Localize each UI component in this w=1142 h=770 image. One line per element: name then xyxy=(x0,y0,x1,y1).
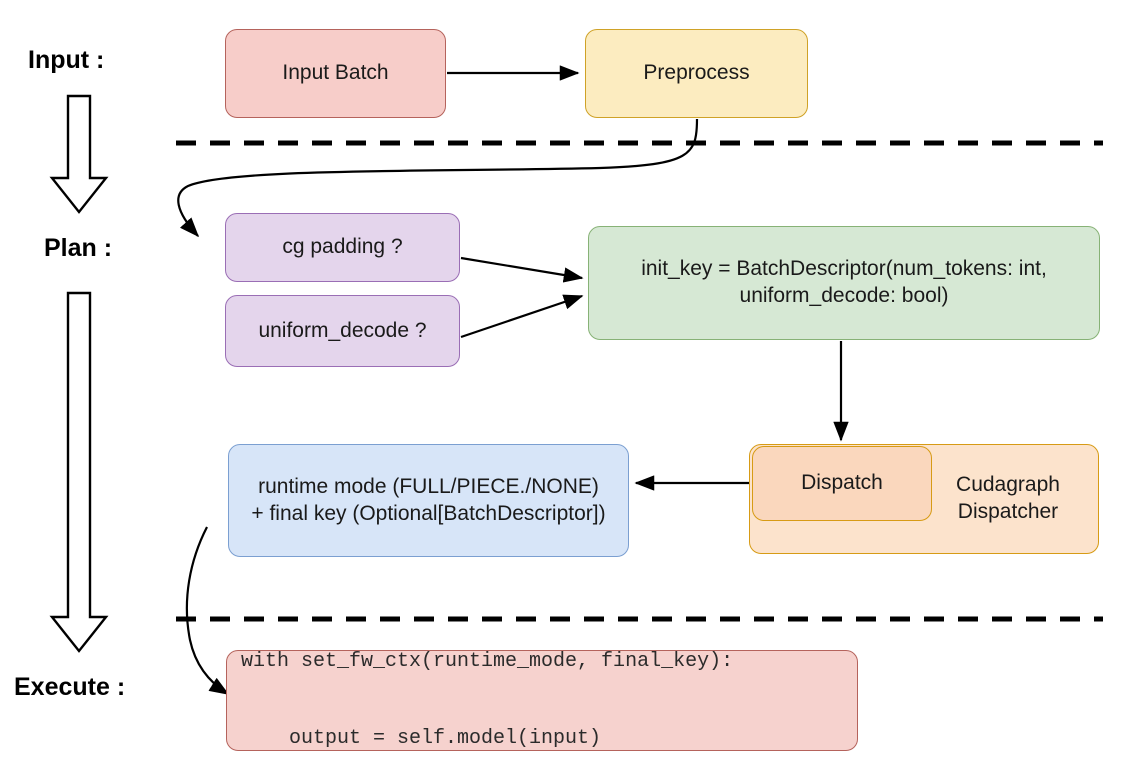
input-to-plan-block-arrow xyxy=(49,94,109,214)
execute-code-line-2: output = self.model(input) xyxy=(241,727,602,751)
input-batch-label: Input Batch xyxy=(282,61,389,85)
init-key-batchdescriptor-node[interactable]: init_key = BatchDescriptor(num_tokens: i… xyxy=(588,226,1100,340)
execute-code-line-1: with set_fw_ctx(runtime_mode, final_key)… xyxy=(241,650,734,674)
uniform-decode-label: uniform_decode ? xyxy=(258,318,427,342)
runtime-mode-to-execute-code-arrow xyxy=(185,526,230,695)
uniform-decode-to-init-key-arrow xyxy=(460,294,584,339)
preprocess-label: Preprocess xyxy=(643,61,750,85)
uniform-decode-node[interactable]: uniform_decode ? xyxy=(225,295,460,367)
cudagraph-dispatcher-line-1: Cudagraph xyxy=(956,473,1060,497)
runtime-mode-final-key-node[interactable]: runtime mode (FULL/PIECE./NONE) + final … xyxy=(228,444,629,557)
execute-stage-label: Execute : xyxy=(14,673,126,701)
runtime-mode-line-2: + final key (Optional[BatchDescriptor]) xyxy=(251,501,606,525)
plan-stage-label: Plan : xyxy=(44,234,113,262)
execute-code-node[interactable]: with set_fw_ctx(runtime_mode, final_key)… xyxy=(226,650,858,751)
dispatch-label: Dispatch xyxy=(801,471,883,495)
plan-to-execute-block-arrow xyxy=(49,291,109,653)
input-stage-label: Input : xyxy=(28,46,105,74)
cudagraph-dispatcher-line-2: Dispatcher xyxy=(957,500,1059,523)
cg-padding-node[interactable]: cg padding ? xyxy=(225,213,460,282)
dispatch-node[interactable]: Dispatch xyxy=(752,446,932,521)
input-batch-node[interactable]: Input Batch xyxy=(225,29,446,118)
cg-padding-to-init-key-arrow xyxy=(460,256,584,283)
init-key-line-2: uniform_decode: bool) xyxy=(739,284,949,307)
runtime-mode-line-1: runtime mode (FULL/PIECE./NONE) xyxy=(258,474,599,498)
cg-padding-label: cg padding ? xyxy=(282,235,403,259)
preprocess-node[interactable]: Preprocess xyxy=(585,29,808,118)
init-key-line-1: init_key = BatchDescriptor(num_tokens: i… xyxy=(641,257,1047,281)
